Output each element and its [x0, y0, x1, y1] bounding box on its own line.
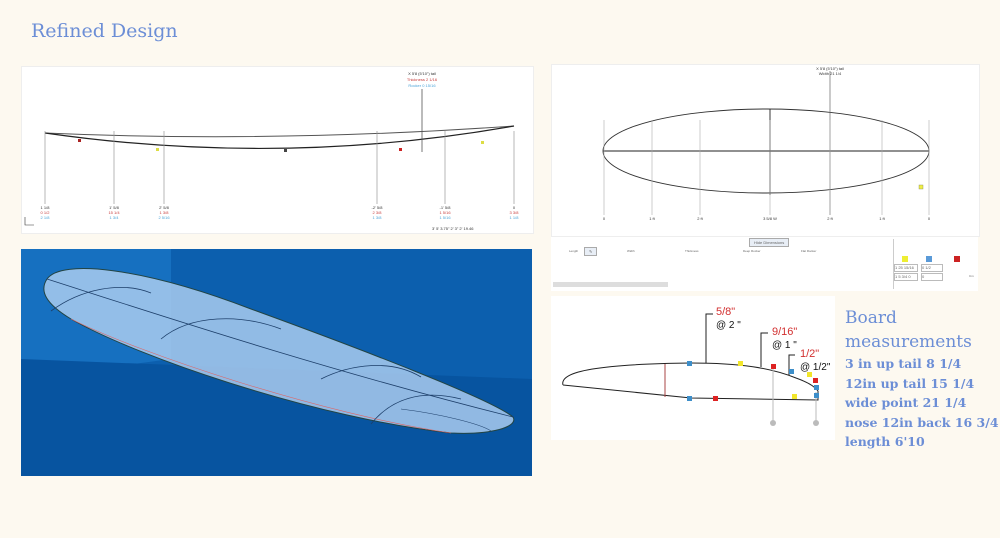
page-title: Refined Design: [31, 20, 178, 42]
station-label: 1 3/4: [110, 215, 120, 220]
dim-input-3[interactable]: 1 5 3/4 0: [894, 273, 918, 281]
plan-label-1: X 5'8 (5'10") tail: [816, 66, 844, 71]
dim-input-1[interactable]: 1 25 15/16: [894, 264, 918, 272]
measurement-item: 3 in up tail 8 1/4: [845, 356, 962, 371]
column-header: Thickness: [685, 249, 699, 253]
station-label: 1 3/8: [373, 215, 383, 220]
yellow-marker-icon[interactable]: [902, 256, 908, 262]
station-label: 15 1/4: [108, 210, 120, 215]
unit-label: Cm: [969, 274, 974, 278]
hide-dimensions-button[interactable]: Hide Dimensions: [749, 238, 790, 247]
column-header: Width: [627, 249, 635, 253]
station-label: 0 1/2: [41, 210, 51, 215]
station-label: 0: [928, 216, 931, 221]
station-label: 1 5/16: [439, 215, 451, 220]
station-label: 1 5/16: [439, 210, 451, 215]
station-label: 0: [603, 216, 606, 221]
station-label: 1 ft: [649, 216, 655, 221]
rocker-profile-drawing: X 5'8 (5'10") tail Thickness 2 1/16 Rock…: [24, 71, 520, 231]
station-label: 2 1/8: [41, 215, 51, 220]
rocker-label-rocker: Rocker 0 15/16: [408, 83, 436, 88]
station-label: 2' 5/8: [159, 205, 169, 210]
rocker-label-thickness: Thickness 2 1/16: [407, 77, 438, 82]
station-label: 1' 5/8: [109, 205, 119, 210]
edit-tool-button[interactable]: ✎: [584, 247, 598, 256]
station-label: 1 1/8: [41, 205, 51, 210]
measurement-item: 12in up tail 15 1/4: [845, 375, 975, 391]
rocker-label-1: X 5'8 (5'10") tail: [408, 71, 436, 76]
3d-board-view[interactable]: [21, 249, 532, 476]
column-header: Length: [569, 249, 579, 253]
scrollbar[interactable]: [553, 282, 668, 287]
board-measurements: Board measurements 3 in up tail 8 1/4 12…: [845, 306, 1000, 452]
station-label: 2 ft: [697, 216, 703, 221]
red-marker-icon[interactable]: [954, 256, 960, 262]
rail-dim-1: 5/8"@ 2 ": [716, 306, 741, 331]
blue-marker-icon[interactable]: [926, 256, 932, 262]
column-header: Deep Rocker: [743, 249, 761, 253]
station-label: -2' 5/8: [372, 205, 384, 210]
station-label: 3 5/8 W: [763, 216, 777, 221]
3d-board-drawing: [21, 249, 532, 476]
rocker-footer: 3' 5' 3.75" 2' 3" 2' 19.46: [432, 226, 474, 231]
dim-input-4[interactable]: 0: [921, 273, 943, 281]
station-label: 2 ft: [827, 216, 833, 221]
station-label: 3 3/8: [510, 210, 520, 215]
station-label: 1 1/8: [510, 215, 520, 220]
measurements-heading: Board measurements: [845, 308, 972, 352]
dimension-controls: Hide Dimensions Length Width Thickness Deep…: [551, 237, 978, 291]
station-label: 1 ft: [879, 216, 885, 221]
measurement-item: wide point 21 1/4: [845, 395, 967, 410]
plan-label-2: Width 21 1/4: [819, 71, 842, 76]
rail-dim-2: 9/16"@ 1 ": [772, 326, 798, 351]
rocker-profile-view[interactable]: X 5'8 (5'10") tail Thickness 2 1/16 Rock…: [21, 66, 534, 234]
column-header: Flat Rocker: [801, 249, 817, 253]
rail-profile-drawing: [562, 313, 819, 426]
dim-input-2[interactable]: 0 1/2: [921, 264, 943, 272]
station-label: 2 3/8: [373, 210, 383, 215]
rail-dim-3: 1/2"@ 1/2": [800, 348, 831, 373]
rail-profile-view[interactable]: 5/8"@ 2 " 9/16"@ 1 " 1/2"@ 1/2": [551, 296, 835, 440]
plan-outline-view[interactable]: X 5'8 (5'10") tail Width 21 1/4 0 1 ft 2 f…: [551, 64, 980, 237]
measurement-item: nose 12in back 16 3/4: [845, 414, 999, 430]
plan-outline-drawing: X 5'8 (5'10") tail Width 21 1/4 0 1 ft 2 f…: [602, 66, 931, 221]
station-label: -1' 5/8: [440, 205, 452, 210]
measurement-item: length 6'10: [845, 434, 925, 449]
station-label: 2 5/16: [158, 215, 170, 220]
station-label: 1 3/8: [160, 210, 170, 215]
station-label: 0: [513, 205, 516, 210]
